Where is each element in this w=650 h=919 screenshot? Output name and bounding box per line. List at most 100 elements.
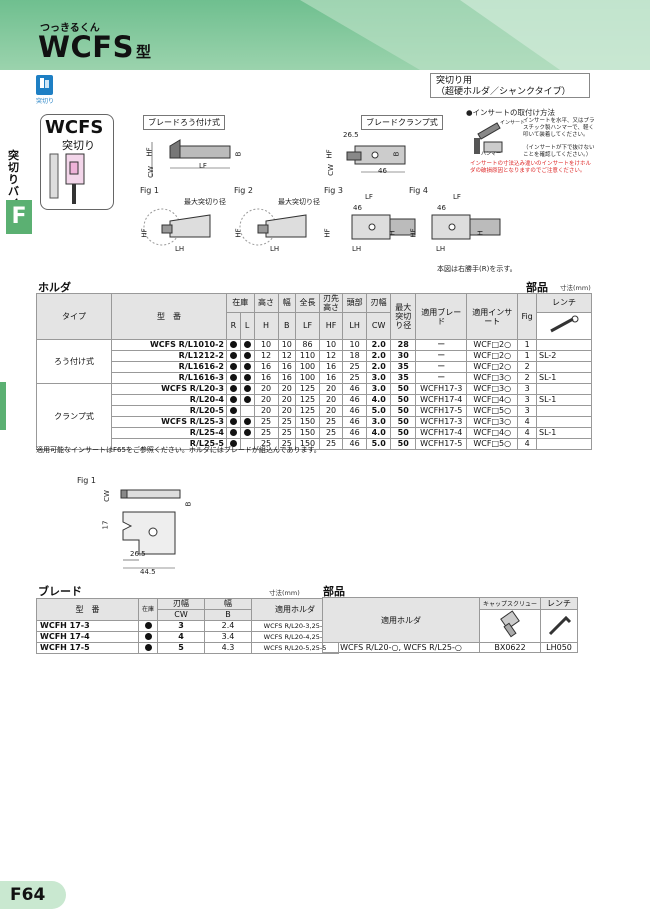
parts-screw: BX0622 <box>478 642 542 653</box>
model-cell: WCFS R/L20-3 <box>111 383 227 395</box>
fig-cell: 1 <box>517 350 537 362</box>
th-model: 型 番 <box>111 293 227 340</box>
type-box: 突切り用 （超硬ホルダ／シャンクタイプ） <box>430 73 590 98</box>
stock-r-cell <box>226 394 241 406</box>
wrench-cell: SL-2 <box>536 350 592 362</box>
stock-l-cell <box>239 361 255 373</box>
in-stock-icon <box>243 429 251 436</box>
holder-section-title: ホルダ <box>38 281 71 294</box>
hf-cell: 25 <box>319 438 344 450</box>
blade-model-cell: WCFH 17-4 <box>36 631 139 643</box>
blade-stock-cell <box>137 620 159 632</box>
lf-cell: 125 <box>294 383 321 395</box>
insert-note-text2: （インサートが下で抜けないことを確認してください。） <box>523 145 595 158</box>
bth-b2: B <box>204 609 253 621</box>
hammer-label: ハンマー <box>481 151 502 157</box>
h-cell: 12 <box>253 350 279 362</box>
cw-cell: 3.0 <box>366 383 392 395</box>
fig-cell: 3 <box>517 394 537 406</box>
model-cell: WCFS R/L25-3 <box>111 416 227 428</box>
th-cw: CW <box>366 312 392 340</box>
insert-mounting-illustration <box>474 122 503 154</box>
lh-cell: 10 <box>342 339 368 351</box>
page-number: F64 <box>0 881 66 909</box>
bth-b1: 幅 <box>204 598 253 610</box>
model-cell: WCFS R/L1010-2 <box>111 339 227 351</box>
clamp-dim-46: 46 <box>378 167 387 175</box>
header-decoration <box>300 0 650 70</box>
max-cell: 50 <box>390 427 417 439</box>
blade-cell: WCFH17-3 <box>415 416 468 428</box>
cw-cell: 2.0 <box>366 361 392 373</box>
brazed-hf: HF <box>145 147 154 157</box>
max-cell: 35 <box>390 361 417 373</box>
fig2-lh: LH <box>270 245 280 253</box>
brazed-b: B <box>234 151 243 157</box>
blade-section-title: ブレード <box>38 585 82 598</box>
hf-cell: 10 <box>319 339 344 351</box>
max-cell: 50 <box>390 416 417 428</box>
fig4-hf: HF <box>409 228 418 238</box>
wrench-cell <box>536 405 592 417</box>
in-stock-icon <box>144 622 152 629</box>
model-cell: R/L25-4 <box>111 427 227 439</box>
hf-cell: 20 <box>319 383 344 395</box>
parts-section-title: 部品 <box>323 585 345 598</box>
th-insert: 適用インサート <box>466 293 519 340</box>
fig-cell: 4 <box>517 438 537 450</box>
wrench-cell: SL-1 <box>536 427 592 439</box>
blade-diagram <box>120 489 181 569</box>
blade-cell: ー <box>415 350 468 362</box>
in-stock-icon <box>243 396 251 403</box>
blade-cw-cell: 5 <box>157 642 206 654</box>
in-stock-icon <box>243 363 251 370</box>
wrench-cell <box>536 438 592 450</box>
fig2-label: Fig 2 <box>234 186 253 195</box>
wrench-icon <box>536 312 592 340</box>
h-cell: 25 <box>253 427 279 439</box>
hf-cell: 25 <box>319 416 344 428</box>
clamp-label: ブレードクランプ式 <box>361 115 443 130</box>
sidebar-letter-tab: F <box>6 200 32 234</box>
stock-l-cell <box>239 383 255 395</box>
wrench-cell: SL-1 <box>536 394 592 406</box>
cw-cell: 5.0 <box>366 405 392 417</box>
th-hf: HF <box>319 312 344 340</box>
lf-cell: 150 <box>294 427 321 439</box>
blade-cell: ー <box>415 372 468 384</box>
blade-model-cell: WCFH 17-5 <box>36 642 139 654</box>
lh-cell: 46 <box>342 405 368 417</box>
badge-label: 突切り <box>36 98 55 105</box>
type-cell: ろう付け式 <box>36 339 112 384</box>
model-cell: R/L25-5 <box>111 438 227 450</box>
cw-cell: 3.0 <box>366 416 392 428</box>
lf-cell: 100 <box>294 372 321 384</box>
insert-cell: WCF□2○ <box>466 361 519 373</box>
blade-cw-cell: 3 <box>157 620 206 632</box>
blade-cell: WCFH17-5 <box>415 438 468 450</box>
clamp-holder-diagram <box>346 145 406 173</box>
max-cell: 28 <box>390 339 417 351</box>
right-hand-note: 本図は右勝手(R)を示す。 <box>437 265 517 273</box>
blade-unit: 寸法(mm) <box>269 589 300 597</box>
bth-model: 型 番 <box>36 598 139 621</box>
blade-cell: WCFH17-5 <box>415 405 468 417</box>
th-head: 頭部 <box>342 293 368 313</box>
stock-l-cell <box>239 405 255 417</box>
in-stock-icon <box>243 374 251 381</box>
blade-dim265: 26.5 <box>130 550 146 558</box>
insert-cell: WCF□4○ <box>466 427 519 439</box>
lf-cell: 110 <box>294 350 321 362</box>
fig4-lh: LH <box>436 245 446 253</box>
lf-cell: 125 <box>294 405 321 417</box>
insert-cell: WCF□3○ <box>466 416 519 428</box>
in-stock-icon <box>144 633 152 640</box>
title-main: WCFS <box>38 30 134 64</box>
b-cell: 25 <box>277 416 296 428</box>
fig-cell: 4 <box>517 416 537 428</box>
fig-cell: 3 <box>517 383 537 395</box>
wrench-cell: SL-1 <box>536 372 592 384</box>
